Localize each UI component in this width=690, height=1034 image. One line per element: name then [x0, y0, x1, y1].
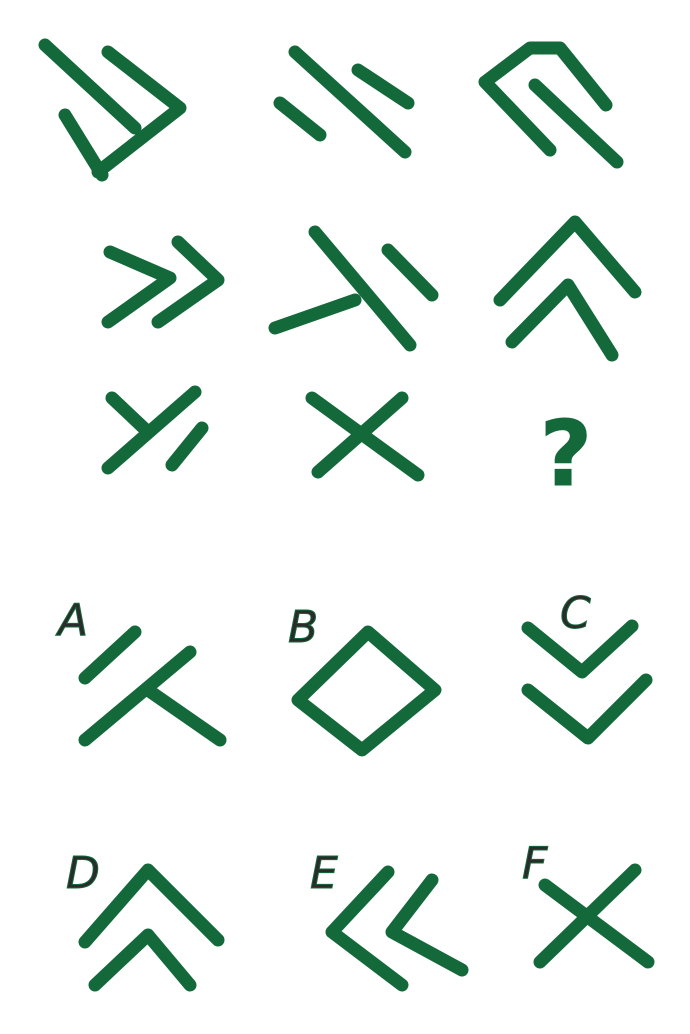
figure-r1c1: [38, 38, 187, 182]
option-b-label: B: [288, 602, 318, 653]
figure-r1c2: [273, 45, 415, 159]
figure-r2c2: [268, 225, 439, 352]
option-e-label: E: [310, 848, 338, 899]
option-f-label: F: [522, 838, 548, 889]
option-c-figure[interactable]: [521, 619, 653, 745]
figure-r2c1: [101, 235, 225, 329]
option-a-figure[interactable]: [78, 625, 227, 747]
option-c-label: C: [560, 588, 591, 639]
figure-r2c3: [493, 215, 642, 362]
figure-r3c1: [101, 385, 209, 475]
question-mark: ?: [540, 402, 592, 507]
option-d-figure[interactable]: [78, 863, 225, 992]
option-f-figure[interactable]: [533, 863, 655, 969]
option-e-figure[interactable]: [325, 865, 469, 992]
option-d-label: D: [66, 848, 100, 899]
option-a-label: A: [55, 595, 88, 646]
option-b-figure[interactable]: [291, 625, 442, 757]
figure-r3c2: [305, 391, 425, 482]
figure-r1c3: [478, 41, 624, 169]
